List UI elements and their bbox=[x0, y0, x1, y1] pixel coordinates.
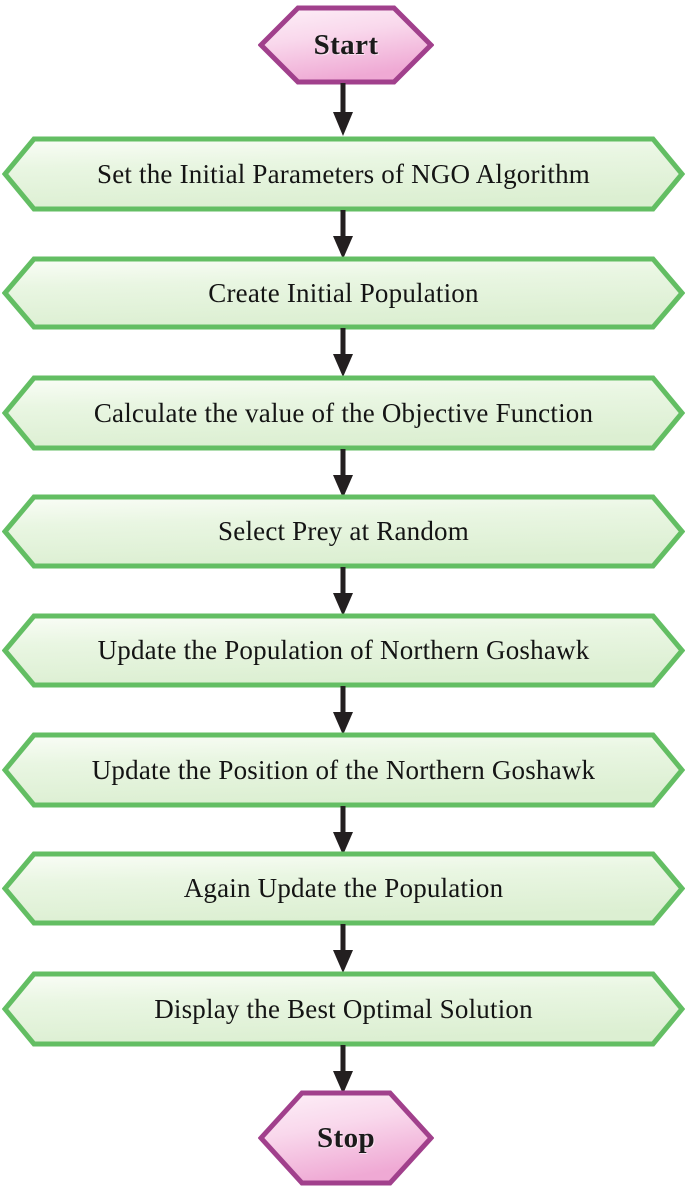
node-step4-label: Select Prey at Random bbox=[218, 516, 469, 546]
step3-hexagon-shape bbox=[2, 375, 685, 451]
connector-step6-to-step7 bbox=[333, 806, 353, 856]
node-step2-label: Create Initial Population bbox=[208, 277, 479, 308]
node-stop[interactable]: Stop bbox=[258, 1090, 434, 1186]
step2-hexagon-shape bbox=[2, 256, 685, 330]
step8-hexagon-shape bbox=[2, 971, 685, 1047]
connector-step2-to-step3 bbox=[333, 328, 353, 378]
node-step3-label: Calculate the value of the Objective Fun… bbox=[93, 397, 594, 428]
step6-hexagon-shape bbox=[2, 732, 685, 808]
node-step6[interactable]: Update the Position of the Northern Gosh… bbox=[2, 732, 685, 808]
step1-hexagon-shape bbox=[2, 136, 685, 212]
node-step5[interactable]: Update the Population of Northern Goshaw… bbox=[2, 613, 685, 688]
node-step8-label: Display the Best Optimal Solution bbox=[154, 993, 533, 1024]
node-start[interactable]: Start bbox=[258, 5, 434, 85]
step4-hexagon-shape bbox=[2, 494, 685, 569]
connector-start-to-step1 bbox=[333, 83, 353, 137]
node-step2[interactable]: Create Initial Population bbox=[2, 256, 685, 330]
connector-step4-to-step5 bbox=[333, 567, 353, 617]
connector-step1-to-step2 bbox=[333, 210, 353, 260]
connector-step3-to-step4 bbox=[333, 449, 353, 499]
node-start-label: Start bbox=[313, 28, 379, 61]
node-step6-label: Update the Position of the Northern Gosh… bbox=[91, 754, 596, 785]
node-step7-label: Again Update the Population bbox=[183, 873, 504, 903]
start-hexagon-shape bbox=[258, 5, 434, 85]
step7-hexagon-shape bbox=[2, 851, 685, 926]
node-step5-label: Update the Population of Northern Goshaw… bbox=[97, 635, 590, 665]
step5-hexagon-shape bbox=[2, 613, 685, 688]
connector-step5-to-step6 bbox=[333, 686, 353, 736]
node-step1[interactable]: Set the Initial Parameters of NGO Algori… bbox=[2, 136, 685, 212]
node-stop-label: Stop bbox=[316, 1121, 375, 1154]
node-step4[interactable]: Select Prey at Random bbox=[2, 494, 685, 569]
node-step3[interactable]: Calculate the value of the Objective Fun… bbox=[2, 375, 685, 451]
connector-step8-to-stop bbox=[333, 1045, 353, 1095]
node-step1-label: Set the Initial Parameters of NGO Algori… bbox=[96, 158, 590, 189]
connector-step7-to-step8 bbox=[333, 924, 353, 974]
node-step8[interactable]: Display the Best Optimal Solution bbox=[2, 971, 685, 1047]
node-step7[interactable]: Again Update the Population bbox=[2, 851, 685, 926]
